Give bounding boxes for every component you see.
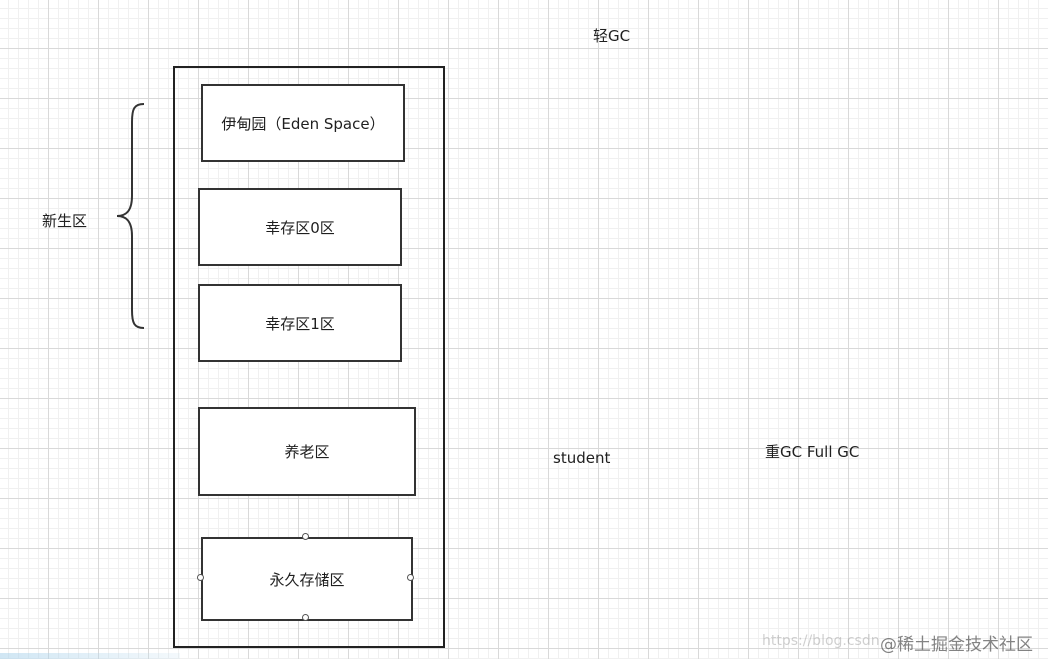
bottom-decoration bbox=[0, 653, 180, 659]
survivor-0-label: 幸存区0区 bbox=[265, 218, 335, 237]
survivor-1-region[interactable]: 幸存区1区 bbox=[198, 284, 402, 362]
watermark-url: https://blog.csdn bbox=[762, 633, 880, 649]
major-gc-label: 重GC Full GC bbox=[765, 443, 860, 461]
old-generation-label: 养老区 bbox=[284, 443, 330, 461]
watermark-site: @稀土掘金技术社区 bbox=[880, 635, 1033, 655]
selection-handle-left[interactable] bbox=[197, 574, 204, 581]
selection-handle-right[interactable] bbox=[407, 574, 414, 581]
minor-gc-label: 轻GC bbox=[593, 27, 631, 45]
eden-space-region[interactable]: 伊甸园（Eden Space） bbox=[201, 84, 405, 162]
permanent-generation-region[interactable]: 永久存储区 bbox=[201, 537, 413, 621]
survivor-0-region[interactable]: 幸存区0区 bbox=[198, 188, 402, 266]
student-label: student bbox=[553, 449, 611, 467]
selection-handle-bottom[interactable] bbox=[302, 614, 309, 621]
old-generation-region[interactable]: 养老区 bbox=[198, 407, 416, 496]
young-generation-label: 新生区 bbox=[42, 212, 88, 230]
selection-handle-top[interactable] bbox=[302, 533, 309, 540]
survivor-1-label: 幸存区1区 bbox=[265, 314, 335, 333]
permanent-generation-label: 永久存储区 bbox=[269, 570, 345, 589]
young-generation-brace bbox=[116, 103, 145, 329]
jvm-heap-container: 伊甸园（Eden Space） 幸存区0区 幸存区1区 养老区 永久存储区 bbox=[173, 66, 445, 648]
eden-space-label: 伊甸园（Eden Space） bbox=[221, 114, 385, 133]
